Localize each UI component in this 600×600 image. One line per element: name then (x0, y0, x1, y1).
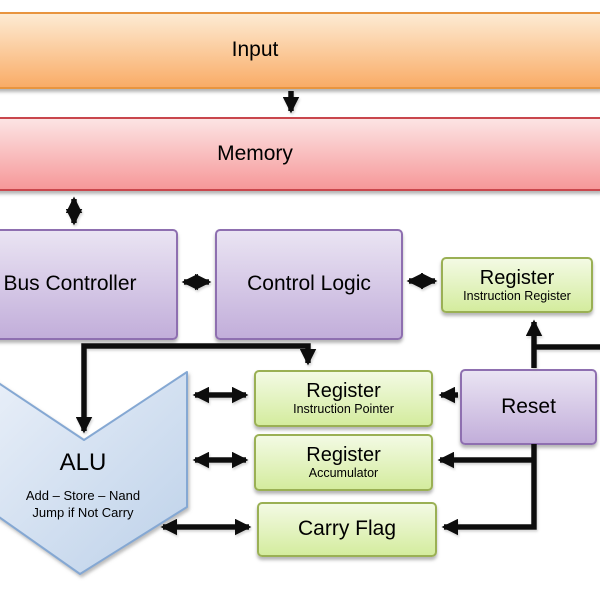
instruction-pointer-block: Register Instruction Pointer (254, 370, 433, 427)
memory-label: Memory (217, 141, 293, 165)
control-logic-block: Control Logic (215, 229, 403, 340)
carry-flag-label: Carry Flag (297, 517, 397, 541)
instruction-register-title: Register (479, 266, 555, 289)
memory-block: Memory (0, 117, 600, 191)
bus-controller-label: Bus Controller (3, 272, 137, 296)
instruction-register-block: Register Instruction Register (441, 257, 593, 313)
accumulator-subtitle: Accumulator (308, 466, 379, 480)
instruction-register-subtitle: Instruction Register (463, 288, 571, 303)
control-logic-label: Control Logic (247, 272, 371, 296)
reset-label: Reset (501, 394, 556, 418)
arrow-reset-carry-flag (441, 444, 537, 536)
alu-operations-label: Add – Store – Nand (25, 488, 141, 503)
input-block: Input (0, 12, 600, 89)
instruction-pointer-title: Register (306, 380, 381, 402)
reset-block: Reset (460, 369, 597, 445)
accumulator-title: Register (306, 444, 381, 466)
instruction-pointer-subtitle: Instruction Pointer (293, 402, 394, 416)
alu-condition-label: Jump if Not Carry (32, 505, 134, 520)
alu-label: ALU (59, 449, 107, 476)
input-label: Input (231, 38, 279, 62)
bus-controller-block: Bus Controller (0, 229, 178, 340)
carry-flag-block: Carry Flag (257, 502, 437, 557)
accumulator-block: Register Accumulator (254, 434, 433, 491)
